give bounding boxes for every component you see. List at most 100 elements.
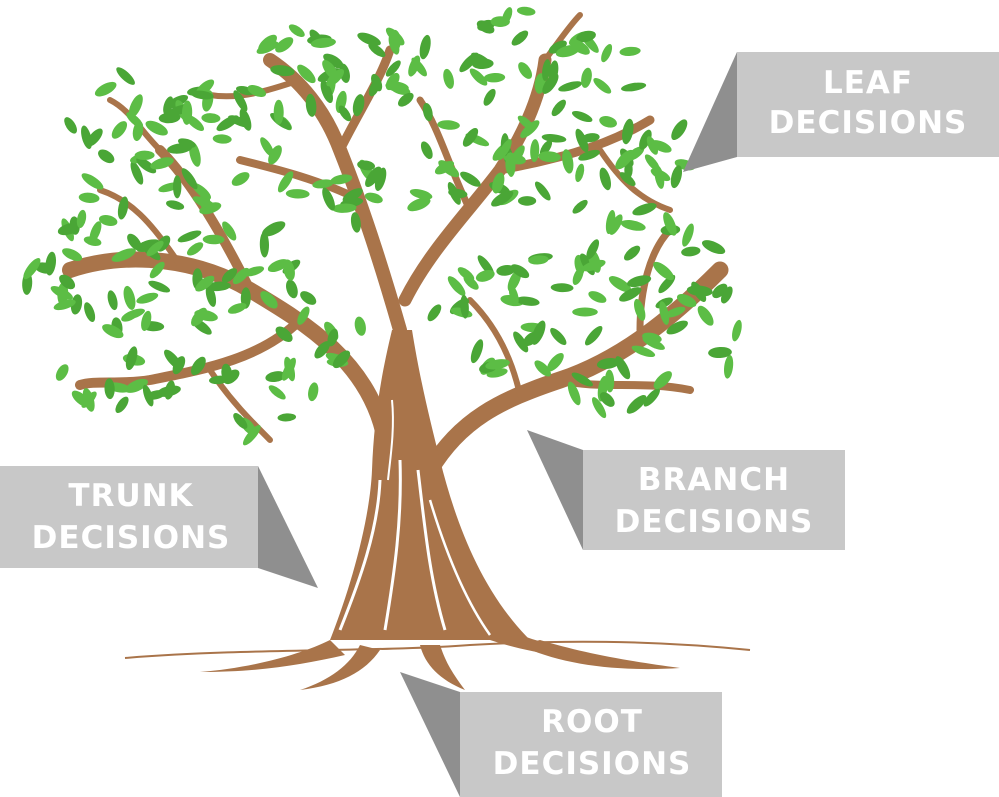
callout-trunk-line1: TRUNK xyxy=(68,478,193,514)
leaf xyxy=(385,27,405,46)
leaf xyxy=(681,246,701,257)
leaf xyxy=(146,240,164,257)
leaf xyxy=(407,197,431,212)
leaf xyxy=(443,68,454,89)
leaf xyxy=(338,105,352,122)
leaf xyxy=(586,239,600,260)
leaf xyxy=(547,352,564,372)
leaf xyxy=(530,139,540,163)
leaf xyxy=(723,354,734,379)
leaf xyxy=(70,294,83,315)
callout-branch-line2: DECISIONS xyxy=(615,504,814,540)
leaf xyxy=(102,324,124,339)
leaf xyxy=(209,375,229,385)
leaf xyxy=(483,88,496,106)
leaf xyxy=(57,282,69,306)
leaf xyxy=(262,221,286,237)
leaf xyxy=(469,68,488,86)
leaf xyxy=(471,52,492,67)
leaf xyxy=(624,245,641,261)
leaf xyxy=(332,350,351,369)
leaf xyxy=(332,203,357,213)
leaf xyxy=(339,63,350,83)
leaf xyxy=(438,160,460,178)
leaf xyxy=(149,261,165,279)
leaf xyxy=(57,223,80,236)
leaf xyxy=(518,62,533,79)
leaf xyxy=(619,172,636,187)
leaf xyxy=(701,240,726,255)
leaf xyxy=(275,37,294,53)
leaf xyxy=(357,32,381,46)
leaf xyxy=(354,316,366,336)
leaf xyxy=(622,118,634,145)
leaf xyxy=(322,187,336,211)
leaf xyxy=(260,291,278,309)
leaf xyxy=(312,179,334,189)
leaf xyxy=(516,6,536,16)
leaf xyxy=(256,41,279,54)
leaf xyxy=(297,306,310,325)
leaf xyxy=(599,167,612,191)
tree-trunk xyxy=(330,330,530,640)
leaf xyxy=(626,395,647,414)
leaf xyxy=(233,90,248,112)
callout-branch-pointer xyxy=(527,430,583,550)
leaf xyxy=(222,221,237,241)
leaf xyxy=(634,298,646,321)
leaf xyxy=(191,307,207,327)
leaf xyxy=(485,359,510,370)
leaf xyxy=(578,149,600,161)
leaf xyxy=(385,60,401,77)
leaf xyxy=(111,248,136,262)
leaf xyxy=(277,413,297,422)
leaf xyxy=(23,258,41,280)
leaf xyxy=(115,396,129,413)
leaf xyxy=(273,99,284,125)
leaf xyxy=(601,43,613,63)
leaf xyxy=(572,307,598,317)
leaf xyxy=(491,190,514,207)
leaf xyxy=(571,372,593,387)
leaf xyxy=(64,117,77,134)
leaf xyxy=(708,346,732,359)
leaf xyxy=(671,119,688,141)
leaf xyxy=(541,134,567,143)
leaf xyxy=(371,73,383,92)
leaf xyxy=(588,291,607,303)
leaf xyxy=(653,371,672,390)
leaf xyxy=(619,46,641,56)
leaf xyxy=(122,308,145,320)
callout-leaf-box xyxy=(737,52,999,157)
leaf xyxy=(411,57,427,77)
leaf xyxy=(164,349,182,370)
leaf xyxy=(297,64,316,84)
leaf xyxy=(201,113,221,124)
leaf xyxy=(59,274,76,290)
leaf xyxy=(596,358,620,369)
leaf xyxy=(323,53,344,69)
leaf xyxy=(352,94,365,117)
leaf xyxy=(141,310,152,331)
leaf xyxy=(666,320,688,335)
leaf xyxy=(385,81,409,92)
leaf xyxy=(619,287,642,302)
leaf xyxy=(475,269,495,282)
leaf xyxy=(682,223,694,247)
leaf xyxy=(639,129,652,150)
leaf xyxy=(166,200,185,210)
leaf xyxy=(398,92,414,107)
leaf xyxy=(631,345,656,358)
leaf xyxy=(89,221,102,243)
leaf xyxy=(181,100,193,125)
leaf xyxy=(686,285,713,297)
leaf xyxy=(34,262,55,274)
leaf xyxy=(191,90,214,100)
leaf xyxy=(104,378,115,400)
leaf xyxy=(285,189,310,199)
leaf xyxy=(320,80,334,104)
leaf xyxy=(463,275,479,290)
leaf xyxy=(670,165,683,189)
leaf xyxy=(496,265,516,276)
leaf xyxy=(620,220,646,231)
